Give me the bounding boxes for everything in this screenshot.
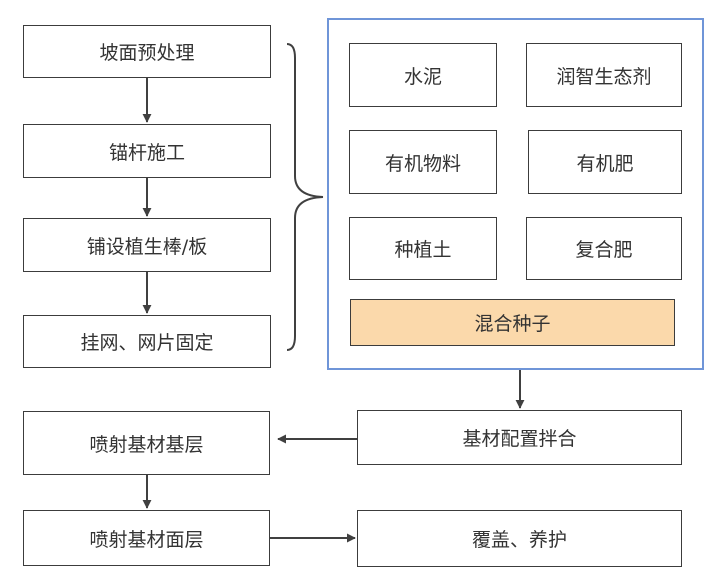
mixing-box: 基材配置拌合 xyxy=(357,410,682,465)
step-anchor-construction: 锚杆施工 xyxy=(23,124,271,178)
spray-base-layer: 喷射基材基层 xyxy=(23,411,270,475)
material-compound-fertilizer: 复合肥 xyxy=(526,217,682,280)
materials-group xyxy=(327,18,704,370)
step-slope-pretreatment: 坡面预处理 xyxy=(23,25,271,78)
material-organic-matter: 有机物料 xyxy=(349,130,497,194)
material-cement: 水泥 xyxy=(349,43,497,107)
spray-surface-layer: 喷射基材面层 xyxy=(23,510,270,566)
curly-brace xyxy=(286,43,324,351)
mixed-seeds: 混合种子 xyxy=(350,299,675,346)
cover-maintenance: 覆盖、养护 xyxy=(357,510,682,567)
material-eco-agent: 润智生态剂 xyxy=(526,43,682,107)
step-hang-mesh: 挂网、网片固定 xyxy=(23,315,271,368)
step-lay-vegetation-rods: 铺设植生棒/板 xyxy=(23,218,271,272)
material-organic-fertilizer: 有机肥 xyxy=(528,130,682,194)
material-planting-soil: 种植土 xyxy=(349,217,497,280)
